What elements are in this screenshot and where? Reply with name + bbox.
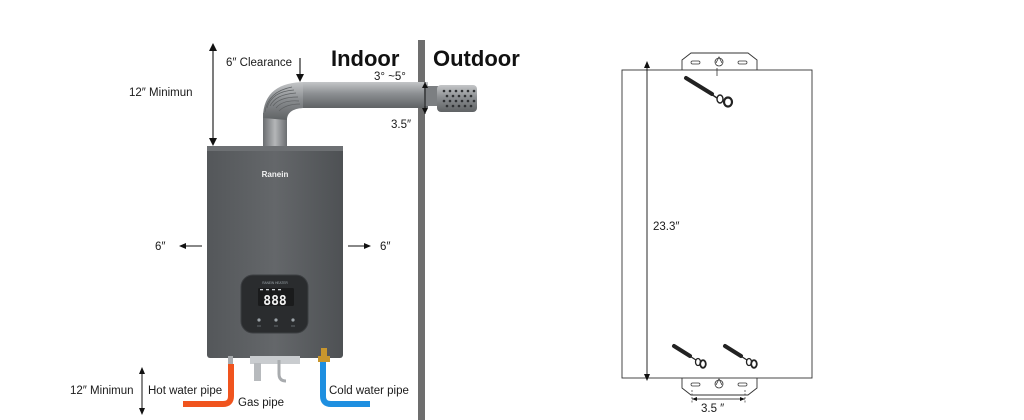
height-dimension	[644, 61, 650, 381]
button-right-icon[interactable]	[291, 318, 295, 322]
hot-water-pipe	[183, 364, 234, 407]
bottom-spacing-dimension	[691, 390, 746, 404]
right-mounting-diagram: 23.3″ 3.5 ″	[621, 52, 813, 415]
bottom-right-screw-icon	[723, 344, 758, 369]
top-minimum-label: 12″ Minimun	[129, 87, 193, 99]
bottom-minimum-label: 12″ Minimun	[70, 385, 134, 397]
top-screw-icon	[684, 68, 734, 108]
bottom-minimum-dimension	[139, 367, 145, 415]
side-left-label: 6″	[155, 241, 165, 253]
cold-water-pipe	[320, 362, 370, 407]
hot-water-label: Hot water pipe	[148, 385, 222, 397]
button-center-icon[interactable]	[274, 318, 278, 322]
side-clearance-arrows	[179, 243, 371, 249]
outdoor-label: Outdoor	[433, 46, 520, 71]
temperature-display: 888	[263, 294, 287, 309]
bottom-spacing-label: 3.5 ″	[701, 403, 724, 415]
side-right-label: 6″	[380, 241, 390, 253]
bottom-bracket	[681, 378, 758, 396]
vent-dimension	[422, 82, 428, 114]
button-left-icon[interactable]	[257, 318, 261, 322]
wall	[418, 40, 425, 420]
heater-outline	[621, 69, 813, 379]
top-clearance-label: 6″ Clearance	[226, 57, 292, 69]
top-clearance-dimension	[209, 43, 304, 146]
flue-pipe	[263, 82, 477, 149]
brand-label: Ranein	[262, 170, 289, 179]
top-bracket	[681, 52, 758, 70]
height-label: 23.3″	[653, 221, 679, 233]
water-heater: Ranein RANEIN HEATER 888	[207, 146, 343, 383]
gas-pipe-label: Gas pipe	[238, 397, 284, 409]
cold-water-label: Cold water pipe	[329, 385, 409, 397]
left-installation-diagram: Indoor Outdoor 6″ Clearance 12″ Minimun	[70, 40, 520, 420]
slope-label: 3° ~5°	[374, 71, 406, 83]
panel-brand-text: RANEIN HEATER	[262, 281, 288, 285]
bottom-left-screw-icon	[672, 344, 707, 369]
control-panel: RANEIN HEATER 888	[240, 274, 309, 334]
vent-offset-label: 3.5″	[391, 119, 411, 131]
indoor-label: Indoor	[331, 46, 400, 71]
